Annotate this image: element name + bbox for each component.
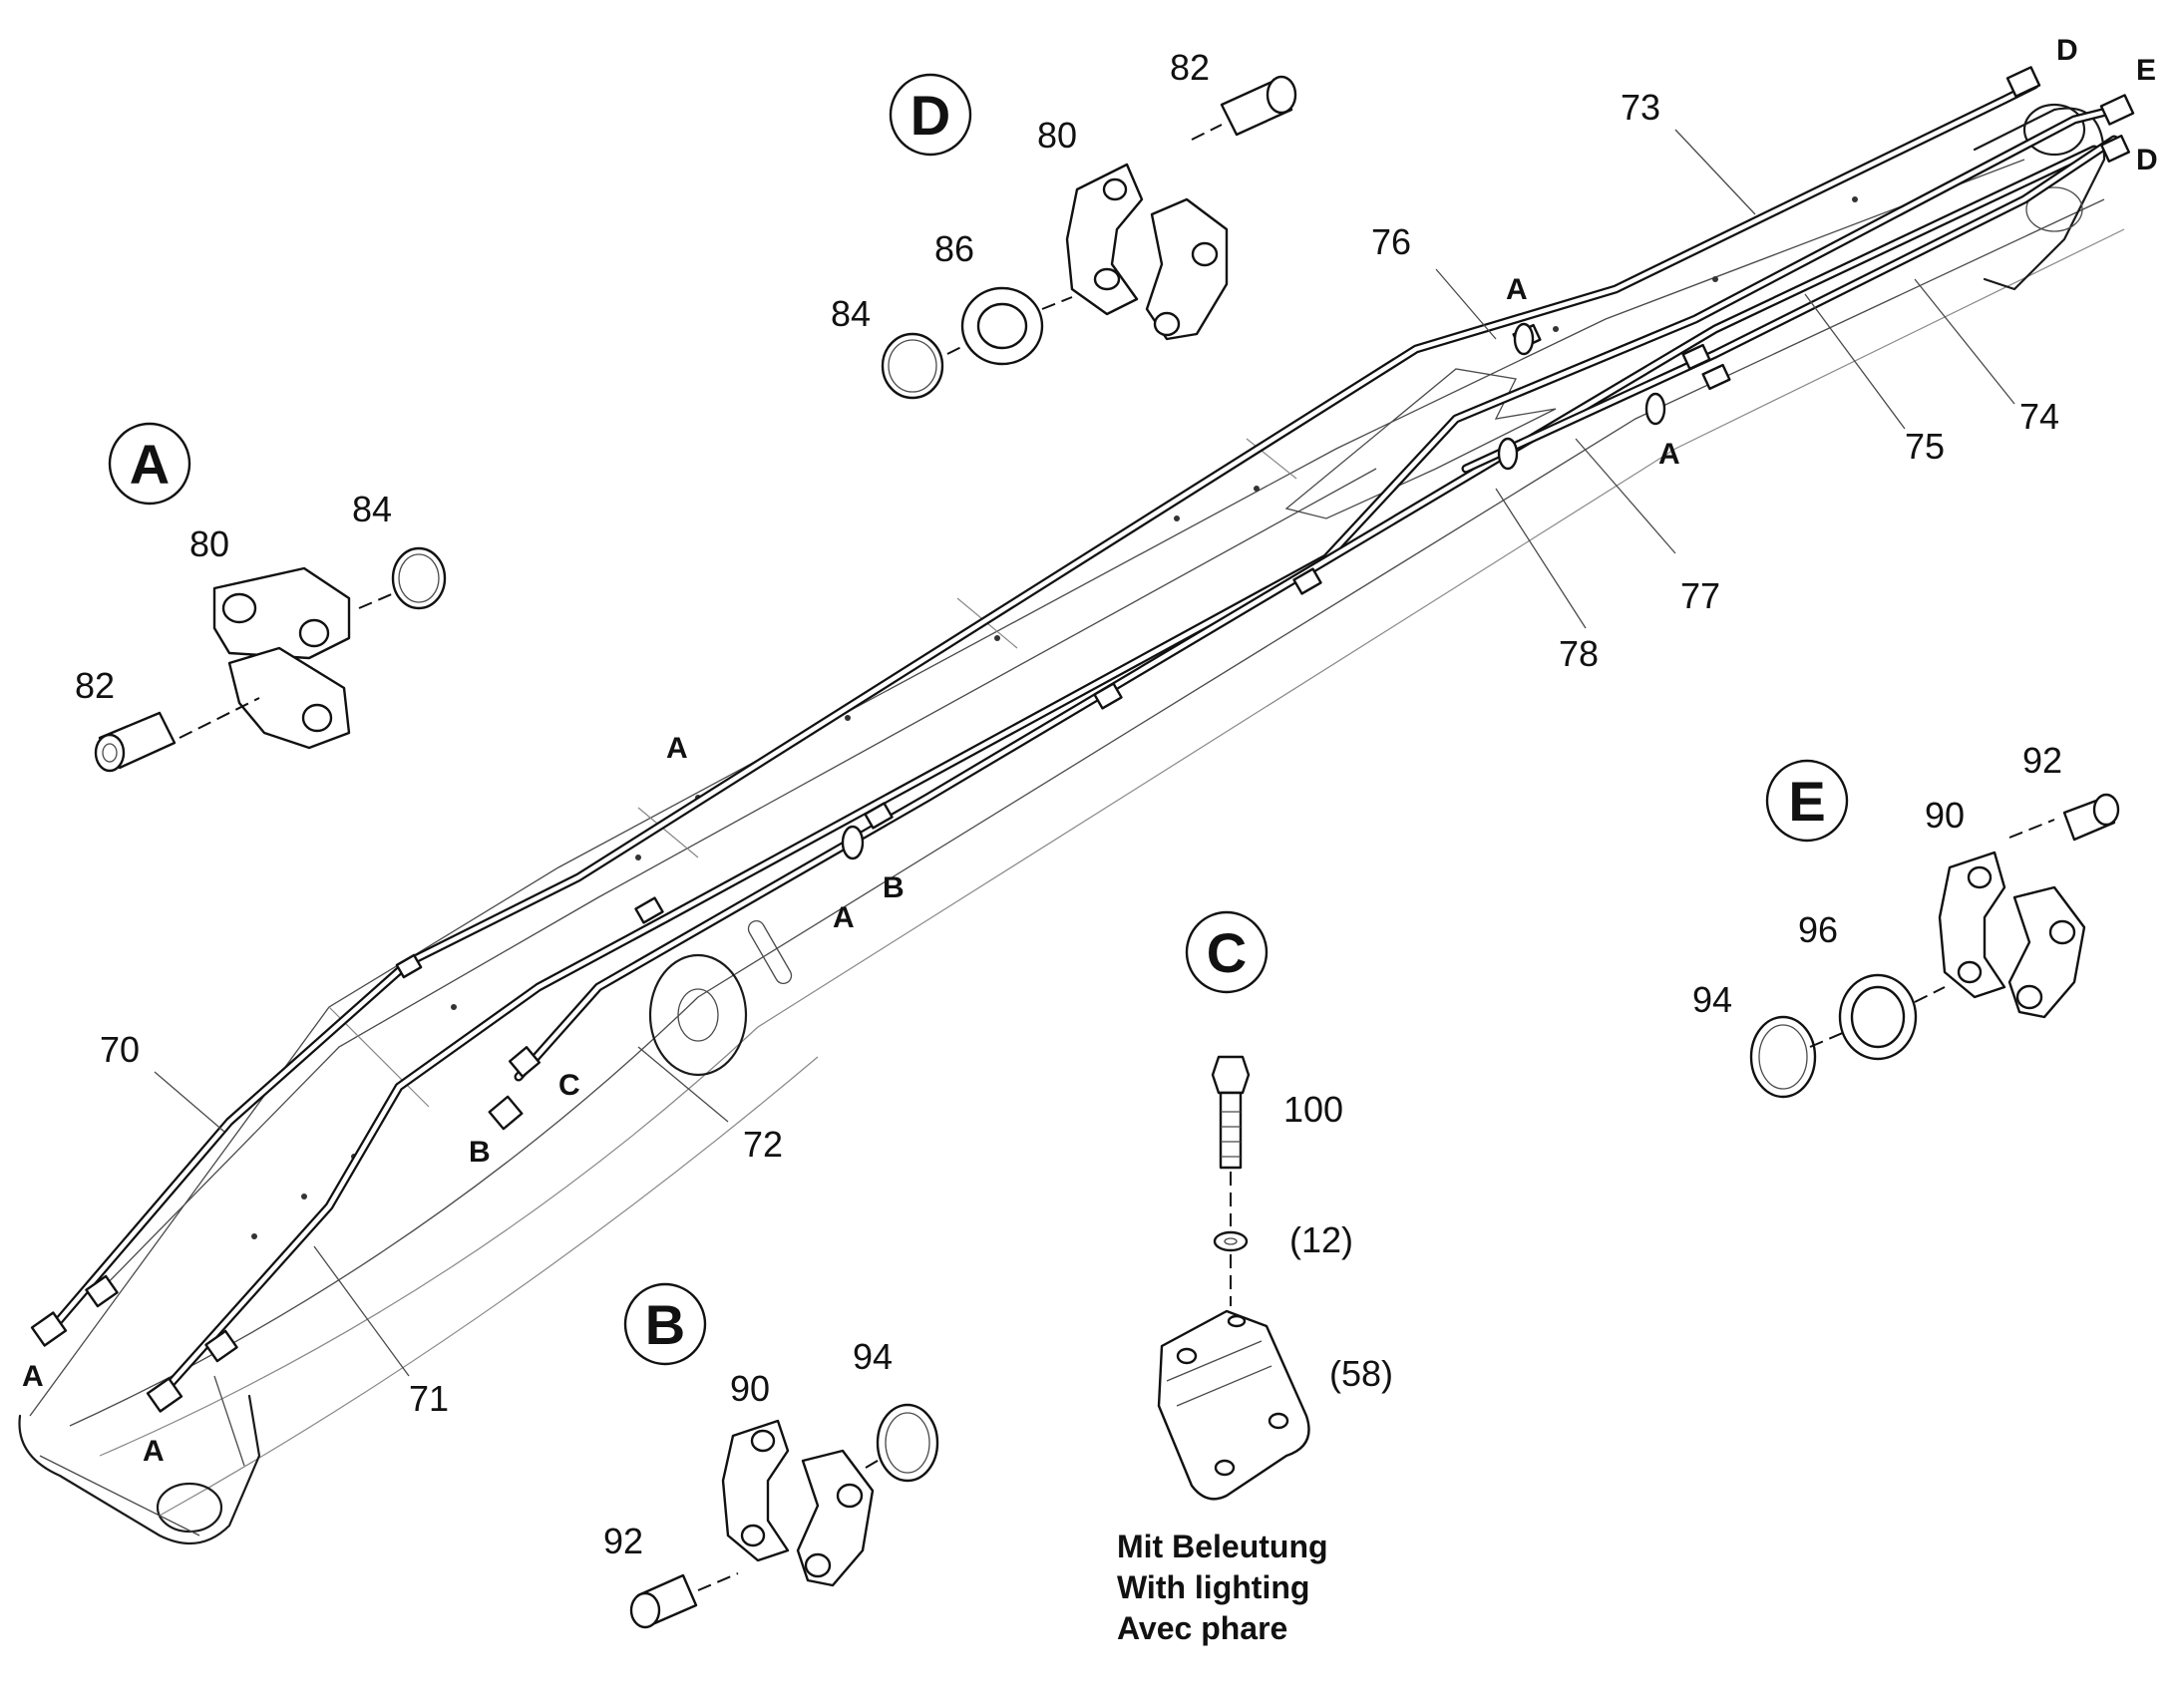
marker-d: D [2136,144,2158,176]
marker-b: B [469,1136,491,1169]
callout-78: 78 [1559,633,1599,674]
callout-80: 80 [189,523,229,564]
marker-a: A [833,901,855,934]
callout-90: 90 [730,1368,770,1409]
hose-end-fittings [30,66,2135,1413]
boom-markers: A A A A A A B B C D D E [22,34,2158,1468]
callout-75: 75 [1905,426,1945,467]
callout-82: 82 [75,665,115,706]
callout-numbers: 70 71 72 73 74 75 76 77 78 80 84 82 80 8… [75,47,2062,1561]
callout-94: 94 [1692,979,1732,1020]
detail-c-label: C [1207,921,1247,984]
marker-b: B [883,871,905,904]
marker-a: A [22,1360,44,1393]
lighting-note: Mit Beleutung With lighting Avec phare [1117,1529,1328,1646]
callout-77: 77 [1680,575,1720,616]
hose-72 [514,145,2099,1082]
hose-70 [45,80,2039,1336]
marker-a: A [1506,273,1528,306]
marker-c: C [558,1069,580,1102]
callout-94: 94 [853,1336,893,1377]
callout-12: (12) [1289,1219,1353,1260]
callout-100: 100 [1283,1089,1343,1130]
detail-b: B [623,1282,939,1629]
hose-71 [155,105,2119,1401]
callout-82: 82 [1170,47,1210,88]
callout-92: 92 [603,1521,643,1561]
marker-d: D [2056,34,2078,67]
callout-90: 90 [1925,795,1965,836]
leader-lines [154,129,2015,1377]
callout-76: 76 [1371,221,1411,262]
callout-84: 84 [352,489,392,529]
callout-86: 86 [934,228,974,269]
callout-73: 73 [1621,87,1660,128]
callout-74: 74 [2019,396,2059,437]
detail-e: E [1749,759,2120,1099]
hose-78 [1461,135,2119,474]
marker-a: A [666,732,688,765]
callout-58: (58) [1329,1353,1393,1394]
detail-a: A [94,422,447,773]
hose-clamps [395,322,1731,979]
marker-e: E [2136,54,2156,87]
callout-70: 70 [100,1029,140,1070]
callout-92: 92 [2022,740,2062,781]
detail-a-label: A [130,433,170,496]
callout-72: 72 [743,1124,783,1165]
callout-71: 71 [409,1378,449,1419]
marker-a: A [1658,438,1680,471]
lighting-note-en: With lighting [1117,1569,1309,1605]
callout-80: 80 [1037,115,1077,156]
detail-b-label: B [645,1293,685,1356]
detail-e-label: E [1788,770,1825,833]
detail-c: C [1157,910,1310,1501]
detail-d-label: D [910,84,950,147]
callout-84: 84 [831,293,871,334]
lighting-note-fr: Avec phare [1117,1610,1287,1646]
callout-96: 96 [1798,909,1838,950]
lighting-note-de: Mit Beleutung [1117,1529,1328,1564]
marker-a: A [143,1435,165,1468]
detail-d: D [881,73,1297,400]
